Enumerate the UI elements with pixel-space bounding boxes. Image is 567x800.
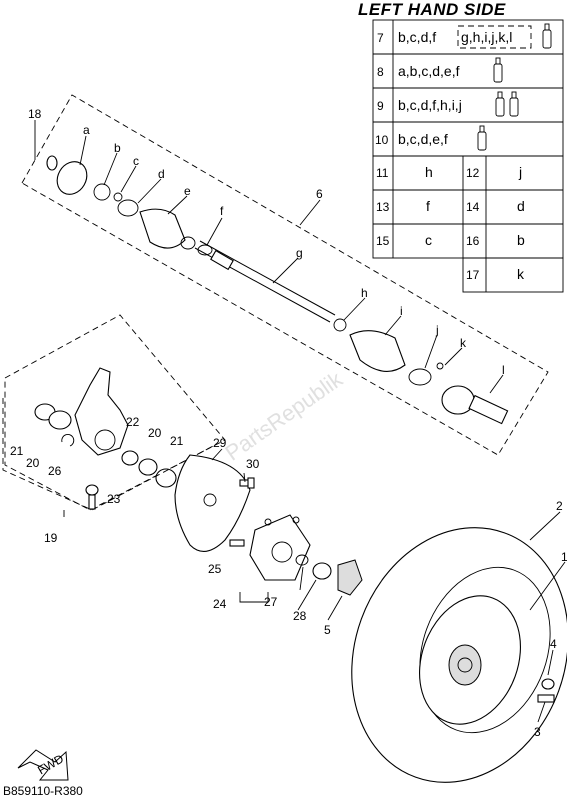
grease-tube-icon	[493, 57, 503, 83]
fwd-arrow-icon: FWD	[17, 749, 69, 781]
callout-k: k	[460, 336, 467, 350]
callout-27: 27	[264, 595, 278, 609]
table-row-9-num: 9	[377, 99, 384, 113]
callout-24: 26	[48, 464, 62, 478]
table-cell-13-value: f	[426, 198, 430, 214]
table-cell-15-num: 15	[376, 234, 390, 248]
table-row-7-parts: b,c,d,f	[398, 29, 436, 45]
table-title: LEFT HAND SIDE	[358, 0, 506, 19]
callout-20-right: 20	[148, 426, 162, 440]
table-cell-16-value: b	[517, 232, 525, 248]
callout-f: f	[220, 204, 224, 218]
callout-b: b	[114, 141, 121, 155]
table-cell-14-num: 14	[466, 200, 480, 214]
kit-table: LEFT HAND SIDE 7 b,c,d,f g,h,i,j,k,l 8 a…	[358, 0, 564, 293]
callout-22: 22	[126, 415, 140, 429]
callout-28: 28	[293, 609, 307, 623]
table-row-7-dashed-box	[457, 25, 532, 49]
table-row-7-boxed-parts: g,h,i,j,k,l	[461, 29, 512, 45]
callout-3: 3	[534, 725, 541, 739]
bolt-30	[239, 477, 255, 489]
grease-tube-icon	[509, 91, 519, 117]
callout-d: d	[158, 167, 165, 181]
brake-disc	[174, 454, 251, 552]
callout-i: i	[400, 304, 403, 318]
diagram-code: B859110-R380	[3, 784, 83, 798]
callout-18: 18	[28, 107, 42, 121]
table-row-10-parts: b,c,d,e,f	[398, 131, 448, 147]
hub-assembly	[229, 514, 363, 603]
callout-29: 29	[213, 436, 227, 450]
callout-4: 4	[550, 637, 557, 651]
callout-a: a	[83, 123, 90, 137]
callout-30: 30	[246, 457, 260, 471]
callout-1: 1	[561, 550, 567, 564]
callout-20-left: 20	[26, 456, 40, 470]
grease-tube-icon	[495, 91, 505, 117]
table-cell-14-value: d	[517, 198, 525, 214]
callout-26: 25	[208, 562, 222, 576]
grease-tube-icon	[477, 125, 487, 151]
table-cell-12-num: 12	[466, 166, 480, 180]
callout-g: g	[296, 246, 303, 260]
knuckle-assembly	[2, 314, 226, 511]
table-row-10-num: 10	[375, 133, 389, 147]
callout-h: h	[361, 286, 368, 300]
callout-19: 19	[44, 531, 58, 545]
table-cell-17-num: 17	[466, 268, 480, 282]
table-row-8-num: 8	[377, 65, 384, 79]
callout-5: 5	[324, 623, 331, 637]
table-row-9-parts: b,c,d,f,h,i,j	[398, 97, 462, 113]
wheel-and-tire	[351, 527, 567, 783]
table-cell-15-value: c	[425, 232, 432, 248]
callout-25: 24	[213, 597, 227, 611]
table-cell-12-value: j	[518, 164, 522, 180]
callout-e: e	[184, 184, 191, 198]
callout-21-left: 21	[10, 444, 24, 458]
callout-labels: 18 a b c d e f g 6 h i j k l 2 1 4 3 5 2…	[10, 107, 567, 739]
table-cell-11-num: 11	[376, 166, 389, 180]
callout-21-right: 21	[170, 434, 184, 448]
watermark: PartsRepublik	[221, 366, 348, 466]
table-cell-13-num: 13	[376, 200, 390, 214]
callout-2: 2	[556, 499, 563, 513]
table-cell-11-value: h	[425, 164, 433, 180]
callout-l: l	[502, 363, 505, 377]
table-row-8-parts: a,b,c,d,e,f	[398, 63, 460, 79]
callout-c: c	[133, 154, 139, 168]
callout-j: j	[435, 323, 439, 337]
table-row-7-num: 7	[377, 31, 384, 45]
table-cell-17-value: k	[517, 266, 525, 282]
callout-23: 23	[107, 492, 121, 506]
leader-lines	[34, 120, 566, 723]
callout-6: 6	[316, 187, 323, 201]
grease-tube-icon	[542, 23, 552, 49]
drive-shaft-assembly	[21, 94, 549, 456]
table-cell-16-num: 16	[466, 234, 480, 248]
